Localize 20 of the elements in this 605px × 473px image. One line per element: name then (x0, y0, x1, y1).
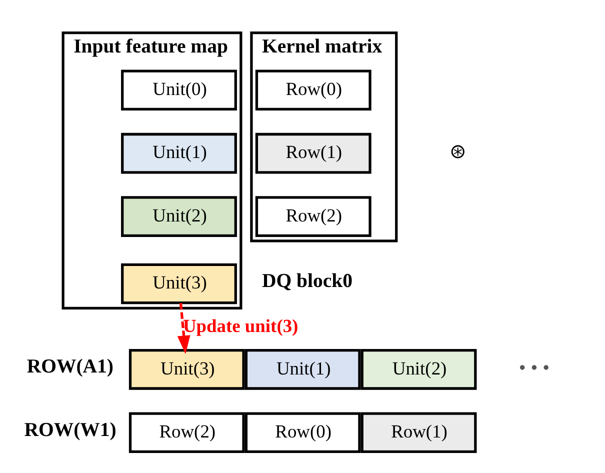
node-box: Row(1) (360, 412, 477, 453)
node-box: Row(2) (255, 196, 372, 236)
label: ROW(A1) (26, 355, 114, 378)
node-box: Unit(2) (360, 348, 477, 390)
label: ROW(W1) (24, 418, 116, 440)
label: ⊛ (450, 140, 467, 162)
label: • • • (518, 356, 550, 379)
edge-label: Update unit(3) (182, 316, 298, 336)
node-box: Unit(3) (121, 262, 237, 304)
node-box: Unit(2) (121, 196, 237, 236)
label: DQ block0 (262, 270, 353, 292)
node-box: Unit(0) (121, 69, 237, 110)
node-box: Row(2) (128, 412, 245, 453)
node-box: Unit(3) (128, 348, 245, 390)
node-box: Row(1) (255, 132, 372, 174)
node-box: Row(0) (244, 412, 361, 453)
node-box: Unit(1) (121, 132, 237, 174)
node-box: Row(0) (255, 69, 372, 110)
node-box: Unit(1) (244, 348, 361, 390)
arrow (177, 302, 190, 354)
